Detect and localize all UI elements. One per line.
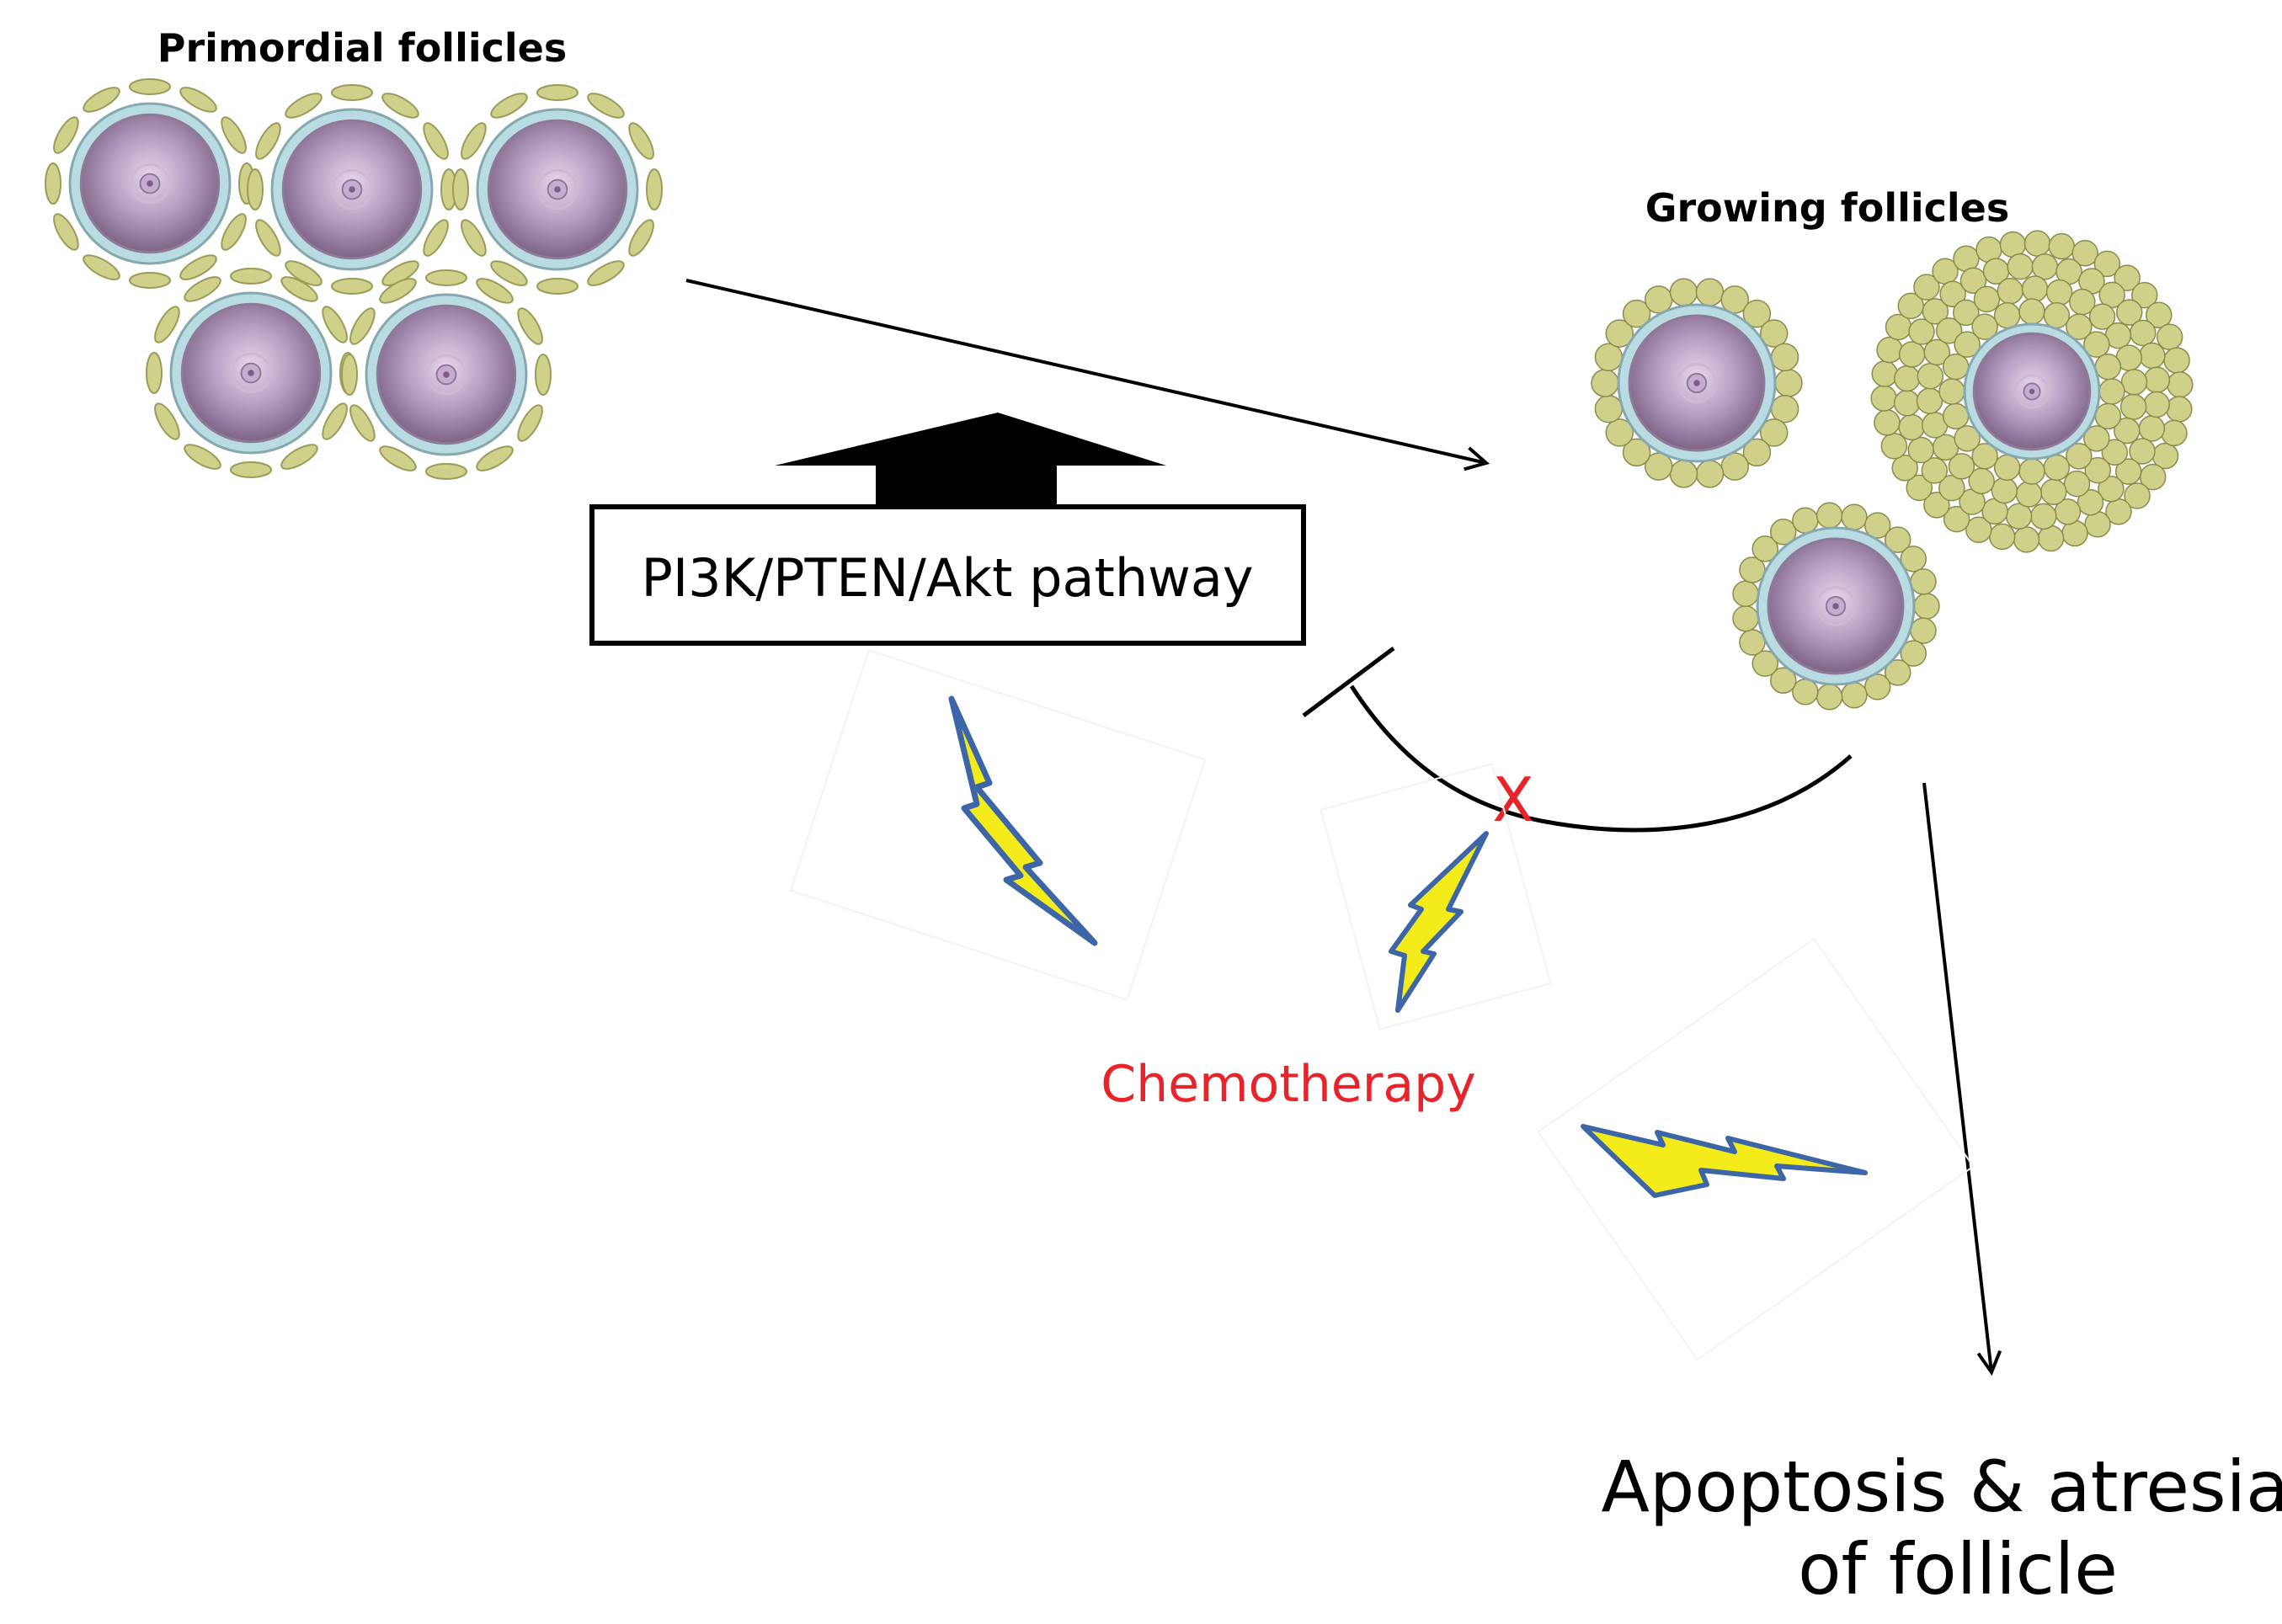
pathway-label: PI3K/PTEN/Akt pathway <box>641 547 1253 609</box>
chemotherapy-label: Chemotherapy <box>1101 1055 1476 1114</box>
growing-follicle-icon <box>1870 230 2194 553</box>
lightning-bolt-icon <box>1537 937 1975 1361</box>
feedback-inhibition-curve <box>1349 684 1853 833</box>
primordial-follicle-icon <box>452 84 663 295</box>
apoptosis-arrow <box>1922 782 1991 1372</box>
lightning-bolt-icon <box>789 649 1207 1001</box>
pathway-box <box>589 504 1306 646</box>
primordial-follicle-icon <box>146 268 356 478</box>
lightning-bolt-icon <box>1320 763 1552 1030</box>
blocked-mark: X <box>1492 764 1533 835</box>
growing-follicle-group <box>1591 230 2194 711</box>
growing-follicle-icon <box>1591 278 1803 488</box>
outcome-label-line1: Apoptosis & atresia <box>1602 1446 2282 1528</box>
primordial-follicle-icon <box>45 78 255 289</box>
primordial-follicle-icon <box>247 84 457 295</box>
primordial-follicles-title: Primordial follicles <box>157 25 567 71</box>
outcome-label-line2: of follicle <box>1798 1528 2118 1611</box>
growing-follicle-icon <box>1732 502 1940 711</box>
activation-arrow <box>685 279 1486 463</box>
inhibition-bar <box>1302 646 1395 718</box>
pathway-up-arrow <box>775 413 1166 507</box>
primordial-follicle-icon <box>341 269 552 480</box>
primordial-follicle-group <box>45 78 663 480</box>
growing-follicles-title: Growing follicles <box>1645 185 2010 231</box>
